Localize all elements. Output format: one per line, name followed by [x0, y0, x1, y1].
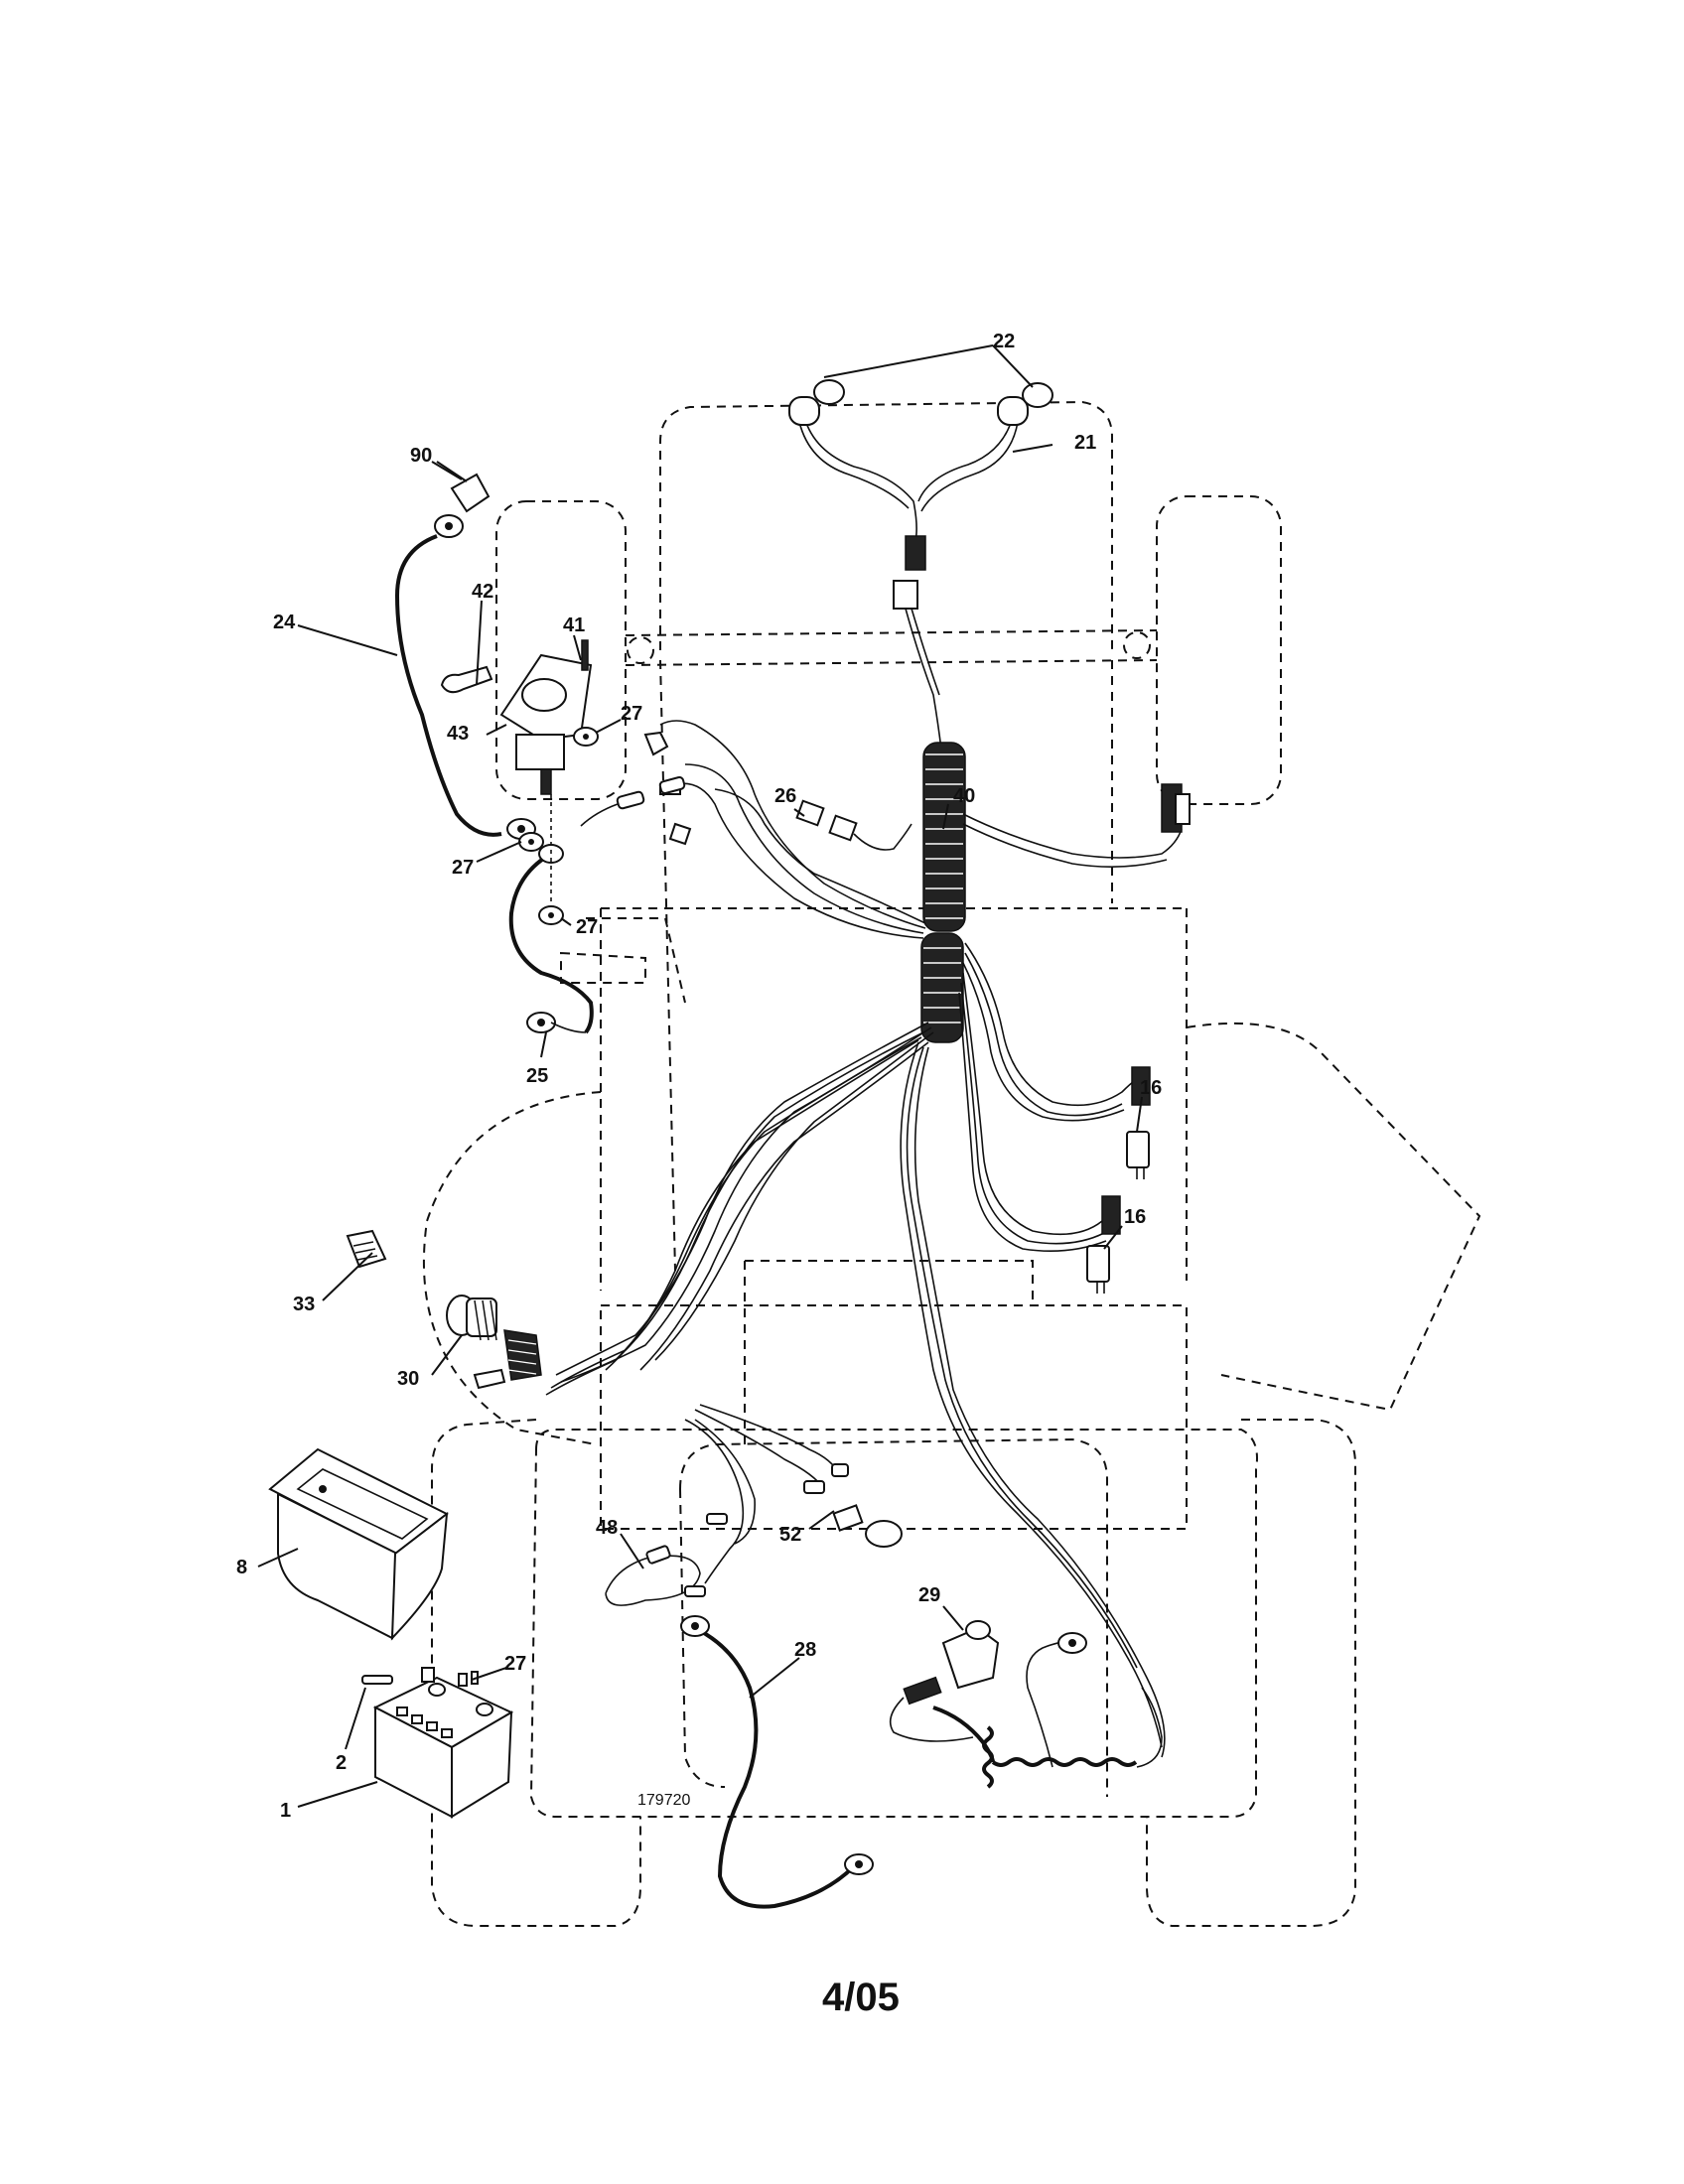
fuse-clips	[580, 775, 686, 827]
callout-28: 28	[794, 1639, 816, 1661]
callout-27d: 27	[504, 1653, 526, 1675]
headlight-bulb-left	[813, 379, 845, 405]
battery-box-8	[268, 1447, 449, 1641]
starter-solenoid	[440, 639, 593, 795]
battery-bolts-2	[361, 1667, 479, 1687]
callout-52: 52	[779, 1524, 801, 1546]
headlight-socket-right	[997, 396, 1029, 426]
callout-2: 2	[336, 1752, 347, 1774]
battery-1	[372, 1676, 514, 1819]
callout-16a: 16	[1140, 1077, 1162, 1099]
headlight-connector	[905, 535, 926, 571]
coiled-wire	[982, 1725, 1138, 1789]
callout-8: 8	[236, 1557, 247, 1578]
callout-1: 1	[280, 1800, 291, 1822]
callout-29: 29	[918, 1584, 940, 1606]
callout-27b: 27	[452, 857, 474, 879]
connector-16-lower	[1086, 1195, 1121, 1294]
callout-27a: 27	[621, 703, 642, 725]
ground-cable-25	[508, 844, 594, 1034]
page-number: 4/05	[822, 1976, 900, 2019]
headlight-harness	[788, 379, 1053, 751]
headlight-mating-connector	[893, 580, 918, 610]
callout-41: 41	[563, 614, 585, 636]
module-33	[346, 1229, 387, 1269]
light-52	[694, 1404, 903, 1548]
callouts: 22 21 90 24 42 41 43 27 27 27 25 26 40 1…	[236, 331, 1162, 1822]
callout-21: 21	[1074, 432, 1096, 454]
callout-42: 42	[472, 581, 493, 603]
callout-30: 30	[397, 1368, 419, 1390]
drawing-reference-number: 179720	[637, 1792, 690, 1809]
callout-16b: 16	[1124, 1206, 1146, 1228]
callout-27c: 27	[576, 916, 598, 938]
callout-22: 22	[993, 331, 1015, 352]
headlight-bulb-right	[1022, 382, 1053, 408]
callout-48: 48	[596, 1517, 618, 1539]
callout-24: 24	[273, 612, 296, 633]
ignition-switch-30	[446, 1295, 542, 1390]
callout-33: 33	[293, 1294, 315, 1315]
fuse-holder-26	[795, 799, 912, 851]
callout-25: 25	[526, 1065, 548, 1087]
tractor-outline	[422, 400, 1481, 1927]
headlight-socket-left	[788, 396, 820, 426]
callout-90: 90	[410, 445, 432, 467]
leader-lines	[257, 344, 1143, 1808]
callout-43: 43	[447, 723, 469, 745]
seat-switch-29	[889, 1620, 1163, 1789]
callout-40: 40	[953, 785, 975, 807]
terminal-cover-90	[450, 473, 491, 513]
light-48	[605, 1419, 756, 1606]
nuts-27	[518, 727, 599, 925]
ground-cable-28	[680, 1615, 874, 1909]
callout-26: 26	[774, 785, 796, 807]
harness-loom-lower	[920, 932, 964, 1043]
harness-loom-upper	[922, 742, 966, 932]
